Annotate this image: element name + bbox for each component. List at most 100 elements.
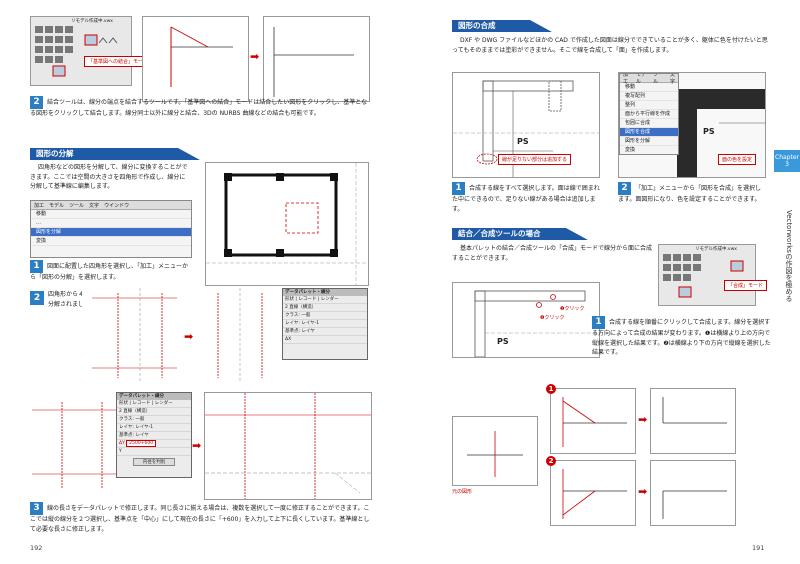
palette-row[interactable]: レイヤ: レイヤ-1 [117,424,191,432]
circle-number-1: 1 [546,384,556,394]
menu-item[interactable]: 整列 [620,101,678,110]
menu-item[interactable]: 移動 [620,83,678,92]
tool-palette-title: リモデル作成中.vwx [71,19,113,24]
menu-bar-item[interactable]: モデル [636,73,647,85]
menu-bar: 加工 モデル ツール 文字 [620,73,678,85]
explode-result-1 [82,288,182,383]
tool-palette-title: リモデル作成中.vwx [695,247,737,252]
explode-result-2 [198,288,278,383]
menu-bar-item[interactable]: 加工 [623,73,629,85]
step2-compose: 2「加工」メニューから「図形を合成」を選択します。面図形になり、色を設定すること… [618,182,762,203]
menu-item[interactable]: 移動 [31,210,191,219]
tool-palette-screenshot-2: リモデル作成中.vwx [658,244,756,306]
compose-before-screenshot: PS [452,72,600,178]
join-after-screenshot [263,16,370,102]
menu-item[interactable]: 面から平行線を作成 [620,110,678,119]
side-title: Vectorworksの作図を極める [785,210,793,302]
palette-row: 2 直線（構造） [283,304,367,312]
data-palette-screenshot: データパレット・線分 形状 | レコード | レンダー 2 直線（構造） クラス… [282,288,368,360]
menu-item-explode[interactable]: 図形を分解 [31,228,191,237]
menu-bar-item[interactable]: モデル [49,202,65,209]
menu-item[interactable]: 変換 [31,237,191,246]
ps-label: PS [497,337,509,346]
menu-bar: 加工 モデル ツール 文字 ウインドウ [31,201,191,210]
floorplan-screenshot [205,162,369,286]
section-intro: 四角形などの図形を分解して、線分に変換することができます。ここでは空間の大きさを… [30,164,188,190]
palette-row[interactable]: クラス: 一般 [117,416,191,424]
arrow-icon: ➡ [184,330,194,343]
palette-button[interactable]: 内径を判別 [133,458,175,466]
result-2-before [550,460,636,526]
click-screenshot: PS [452,282,600,358]
step-number: 1 [30,260,43,273]
menu-item[interactable]: 包囲に合成 [620,119,678,128]
page-number: 191 [752,544,765,552]
step-number: 1 [592,316,605,329]
callout-fill-color: 面の色を設定 [718,154,757,165]
menu-bar-item[interactable]: 文字 [89,202,100,209]
result-2-after [650,460,736,526]
palette-row[interactable]: Y [117,448,191,456]
chapter-tab[interactable]: Chapter 3 [774,150,800,172]
arrow-icon: ➡ [638,485,648,498]
menu-bar-item[interactable]: 文字 [670,73,676,85]
menu-item[interactable]: 図形を分解 [620,137,678,146]
length-edit-after [204,392,372,500]
arrow-icon: ➡ [638,413,648,426]
compose-menu-screenshot: PS 加工 モデル ツール 文字 移動 複写配列 整列 面から平行線を作成 包囲… [618,72,766,178]
section2-title: 結合／合成ツールの場合 [452,228,588,240]
result-1-before [550,388,636,454]
menu-item-compose[interactable]: 図形を合成 [620,128,678,137]
result-1-after [650,388,736,454]
ps-label: PS [517,137,529,146]
compose-menu: 加工 モデル ツール 文字 移動 複写配列 整列 面から平行線を作成 包囲に合成… [619,73,679,155]
section-title: 図形の分解 [30,148,200,160]
palette-row[interactable]: 基準点: レイヤ [117,432,191,440]
menu-bar-item[interactable]: ツール [69,202,85,209]
palette-title: データパレット・線分 [283,289,367,296]
palette-row[interactable]: ΔX [283,336,367,344]
click-callout-2: ❷クリック [540,315,565,321]
menu-item[interactable]: … [31,219,191,228]
palette-row[interactable]: クラス: 一般 [283,312,367,320]
menu-bar-item[interactable]: ウインドウ [104,202,130,209]
step-number: 2 [30,96,43,109]
original-label: 元の図形 [452,489,473,495]
palette-row: 2 直線（構造） [117,408,191,416]
palette-value-input[interactable]: 2500+600 [126,440,157,447]
tool-icons [663,254,744,298]
section-title: 図形の合成 [452,20,552,32]
original-shape [452,416,538,486]
menu-item[interactable]: 複写配列 [620,92,678,101]
length-edit-before [32,392,116,498]
step-number: 3 [30,502,43,515]
palette-row[interactable]: ΔY 2500+600 [117,440,191,448]
palette-tabs[interactable]: 形状 | レコード | レンダー [283,296,367,304]
tool-icons [35,26,118,77]
section-intro: DXF や DWG ファイルなどほかの CAD で作成した図面は線分でできている… [452,37,768,54]
palette-tabs[interactable]: 形状 | レコード | レンダー [117,400,191,408]
step-number: 2 [618,182,631,195]
section2-intro: 基本パレットの結合／合成ツールの「合成」モードで線分から面に合成することができま… [452,245,653,262]
edit-menu-screenshot: 加工 モデル ツール 文字 ウインドウ 移動 … 図形を分解 変換 [30,200,192,258]
menu-item[interactable]: 変換 [620,146,678,154]
menu-bar-item[interactable]: 加工 [34,202,45,209]
palette-row[interactable]: 基準点: レイヤ [283,328,367,336]
tool-mode-callout-2: 「合成」モード [724,280,768,291]
join-before-screenshot [142,16,249,102]
page-number: 192 [30,544,43,552]
data-palette-edit: データパレット・線分 形状 | レコード | レンダー 2 直線（構造） クラス… [116,392,192,478]
circle-number-2: 2 [546,456,556,466]
right-page: 図形の合成 DXF や DWG ファイルなどほかの CAD で作成した図面は線分… [400,0,800,564]
menu-bar-item[interactable]: ツール [653,73,664,85]
step-number: 2 [30,291,44,305]
left-page: リモデル作成中.vwx 「基準図への結合」モード ➡ [30,16,372,552]
arrow-icon: ➡ [192,439,202,452]
palette-row[interactable]: レイヤ: レイヤ-1 [283,320,367,328]
palette-title: データパレット・線分 [117,393,191,400]
